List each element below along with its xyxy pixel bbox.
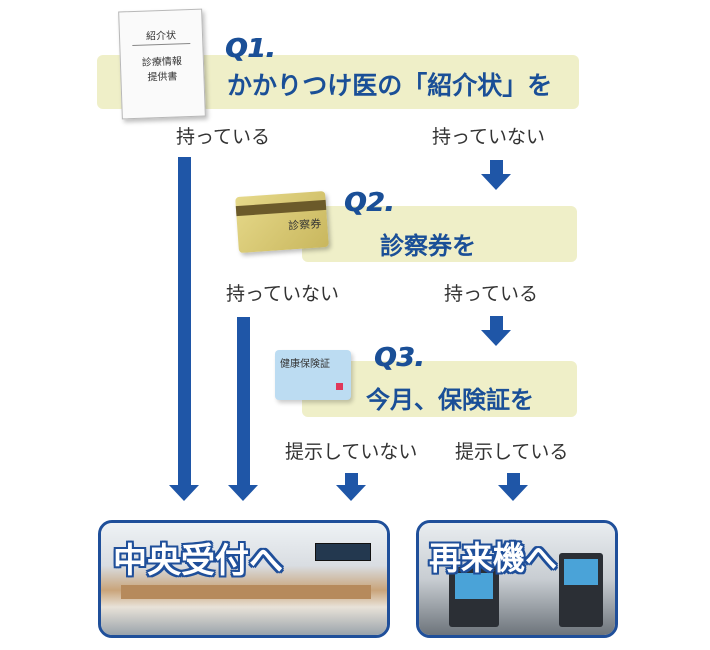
return-machine-title: 再来機へ — [429, 539, 558, 577]
q2-no-arrow — [228, 317, 258, 501]
referral-letter-title: 紹介状 — [145, 30, 177, 43]
q2-question: 診察券を — [380, 232, 476, 260]
q1-yes-arrow — [169, 157, 199, 501]
q2-band — [302, 206, 577, 262]
consultation-card-label: 診察券 — [287, 217, 322, 233]
q2-label: Q2. — [344, 188, 395, 218]
central-reception-box: 中央受付へ — [98, 520, 390, 638]
reception-photo — [101, 523, 387, 635]
referral-letter-rule — [132, 43, 191, 47]
q1-label: Q1. — [225, 34, 276, 64]
reception-counter — [121, 585, 371, 599]
central-reception-title: 中央受付へ — [113, 541, 283, 581]
q3-question: 今月、保険証を — [366, 386, 534, 414]
referral-letter-line2: 提供書 — [147, 71, 178, 84]
q3-yes-label: 提示している — [455, 441, 569, 463]
return-machine-box: 再来機へ — [416, 520, 618, 638]
q2-yes-label: 持っている — [444, 283, 539, 305]
q3-yes-arrow — [498, 473, 528, 501]
consultation-card-image: 診察券 — [235, 190, 329, 254]
reception-monitors — [315, 543, 371, 561]
insurance-card-label: 健康保険証 — [280, 359, 330, 370]
q1-question: かかりつけ医の「紹介状」を — [227, 71, 553, 100]
insurance-card-mark — [336, 383, 343, 390]
q1-yes-label: 持っている — [176, 126, 271, 148]
magnetic-stripe — [235, 199, 327, 217]
q3-no-arrow — [336, 473, 366, 501]
referral-letter-image: 紹介状 診療情報 提供書 — [118, 8, 206, 120]
insurance-card-image: 健康保険証 — [275, 350, 351, 400]
q3-label: Q3. — [374, 343, 425, 373]
q2-to-q3-arrow — [481, 316, 511, 346]
q1-to-q2-arrow — [481, 160, 511, 190]
kiosk-right — [559, 553, 603, 627]
kiosk-left — [449, 567, 499, 627]
q3-no-label: 提示していない — [285, 441, 418, 463]
q1-no-label: 持っていない — [432, 126, 546, 148]
q2-no-label: 持っていない — [226, 283, 340, 305]
